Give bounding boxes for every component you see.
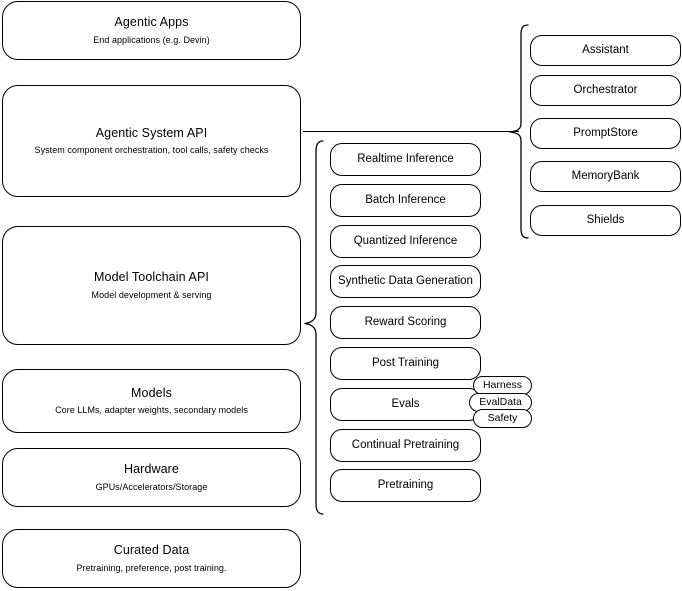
toolchain-item-pretraining[interactable]: Pretraining [330, 469, 481, 502]
system-item-orchestrator[interactable]: Orchestrator [530, 75, 681, 106]
layer-subtitle: Pretraining, preference, post training. [76, 562, 227, 573]
item-label: Assistant [582, 44, 629, 57]
layer-subtitle: GPUs/Accelerators/Storage [95, 481, 208, 492]
system-item-memorybank[interactable]: MemoryBank [530, 161, 681, 192]
evals-badge-safety[interactable]: Safety [473, 409, 532, 428]
layer-agentic-apps[interactable]: Agentic Apps End applications (e.g. Devi… [2, 1, 301, 60]
item-label: Realtime Inference [357, 153, 454, 166]
layer-model-toolchain-api[interactable]: Model Toolchain API Model development & … [2, 226, 301, 345]
item-label: Pretraining [377, 479, 434, 492]
layer-subtitle: Model development & serving [91, 289, 212, 300]
layer-subtitle: Core LLMs, adapter weights, secondary mo… [55, 405, 248, 416]
connector-system-api-line [303, 131, 519, 132]
toolchain-item-continual-pretraining[interactable]: Continual Pretraining [330, 429, 481, 462]
item-label: Batch Inference [365, 194, 446, 207]
layer-subtitle: End applications (e.g. Devin) [93, 34, 210, 45]
toolchain-item-reward-scoring[interactable]: Reward Scoring [330, 306, 481, 339]
item-label: Orchestrator [573, 84, 638, 97]
layer-subtitle: System component orchestration, tool cal… [34, 145, 269, 156]
layer-models[interactable]: Models Core LLMs, adapter weights, secon… [2, 369, 301, 433]
toolchain-item-evals[interactable]: Evals [330, 388, 481, 421]
toolchain-item-synthetic-data-generation[interactable]: Synthetic Data Generation [330, 265, 481, 298]
toolchain-item-post-training[interactable]: Post Training [330, 347, 481, 380]
toolchain-item-quantized-inference[interactable]: Quantized Inference [330, 225, 481, 258]
layer-title: Model Toolchain API [94, 270, 209, 285]
brace-model-toolchain [303, 140, 325, 515]
item-label: Reward Scoring [364, 316, 447, 329]
toolchain-item-batch-inference[interactable]: Batch Inference [330, 184, 481, 217]
layer-title: Curated Data [113, 543, 190, 558]
badge-label: Harness [482, 379, 523, 392]
layer-hardware[interactable]: Hardware GPUs/Accelerators/Storage [2, 448, 301, 507]
layer-curated-data[interactable]: Curated Data Pretraining, preference, po… [2, 529, 301, 588]
system-item-shields[interactable]: Shields [530, 205, 681, 236]
layer-agentic-system-api[interactable]: Agentic System API System component orch… [2, 85, 301, 197]
layer-title: Agentic System API [95, 125, 208, 140]
layer-title: Hardware [124, 462, 179, 477]
item-label: Continual Pretraining [351, 439, 460, 452]
badge-label: EvalData [479, 396, 522, 409]
item-label: Quantized Inference [353, 235, 458, 248]
item-label: PromptStore [573, 127, 638, 140]
item-label: Synthetic Data Generation [338, 275, 473, 288]
system-item-promptstore[interactable]: PromptStore [530, 118, 681, 149]
item-label: Shields [586, 214, 625, 227]
item-label: Evals [391, 398, 420, 411]
layer-title: Models [131, 385, 172, 400]
system-item-assistant[interactable]: Assistant [530, 35, 681, 66]
badge-label: Safety [487, 412, 518, 425]
item-label: MemoryBank [571, 170, 640, 183]
layer-title: Agentic Apps [114, 15, 189, 30]
toolchain-item-realtime-inference[interactable]: Realtime Inference [330, 143, 481, 176]
item-label: Post Training [371, 357, 440, 370]
